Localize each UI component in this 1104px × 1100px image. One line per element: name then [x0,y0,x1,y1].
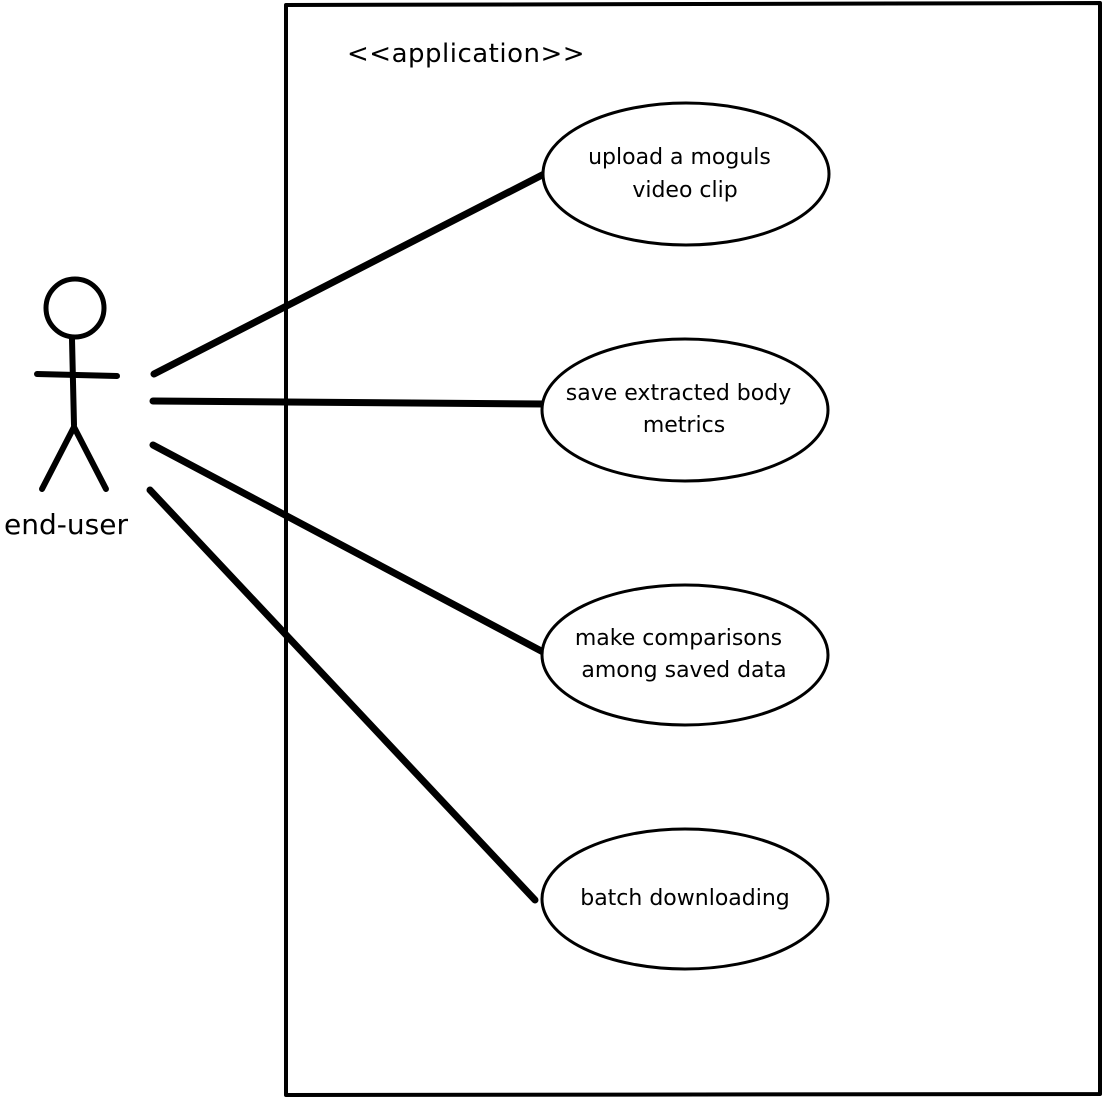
use-case-label: video clip [632,178,737,203]
use-case-label: upload a moguls [588,145,771,170]
use-case-label: make comparisons [575,626,782,651]
actor-end-user[interactable]: end-user [4,276,128,541]
use-case-batch[interactable]: batch downloading [540,827,830,971]
stick-figure-icon [34,276,120,492]
association-batch[interactable] [146,486,539,904]
svg-text:batch downloading: batch downloading [580,886,790,911]
association-upload[interactable] [150,168,552,378]
use-case-ellipse[interactable] [540,337,830,483]
use-case-ellipse[interactable] [540,583,830,727]
use-case-save[interactable]: save extracted body metrics [540,337,830,483]
use-case-label: among saved data [581,658,786,683]
system-stereotype: <<application>> [347,39,585,69]
actor-name: end-user [4,508,128,541]
svg-text:make comparisons among s: make comparisons among saved data [575,626,789,683]
association-compare[interactable] [149,441,549,657]
use-case-ellipse[interactable] [541,101,831,247]
svg-text:save extracted body metr: save extracted body metrics [566,381,798,438]
use-case-compare[interactable]: make comparisons among saved data [540,583,830,727]
system-boundary: <<application>> [284,1,1102,1097]
associations [146,168,552,904]
use-case-label: metrics [643,413,725,438]
use-case-label: save extracted body [566,381,791,406]
use-case-label: batch downloading [580,886,790,911]
use-case-upload[interactable]: upload a moguls video clip [541,101,831,247]
association-save[interactable] [149,397,549,408]
svg-text:upload a moguls video cl: upload a moguls video clip [588,145,778,203]
use-case-ellipse[interactable] [540,827,830,971]
